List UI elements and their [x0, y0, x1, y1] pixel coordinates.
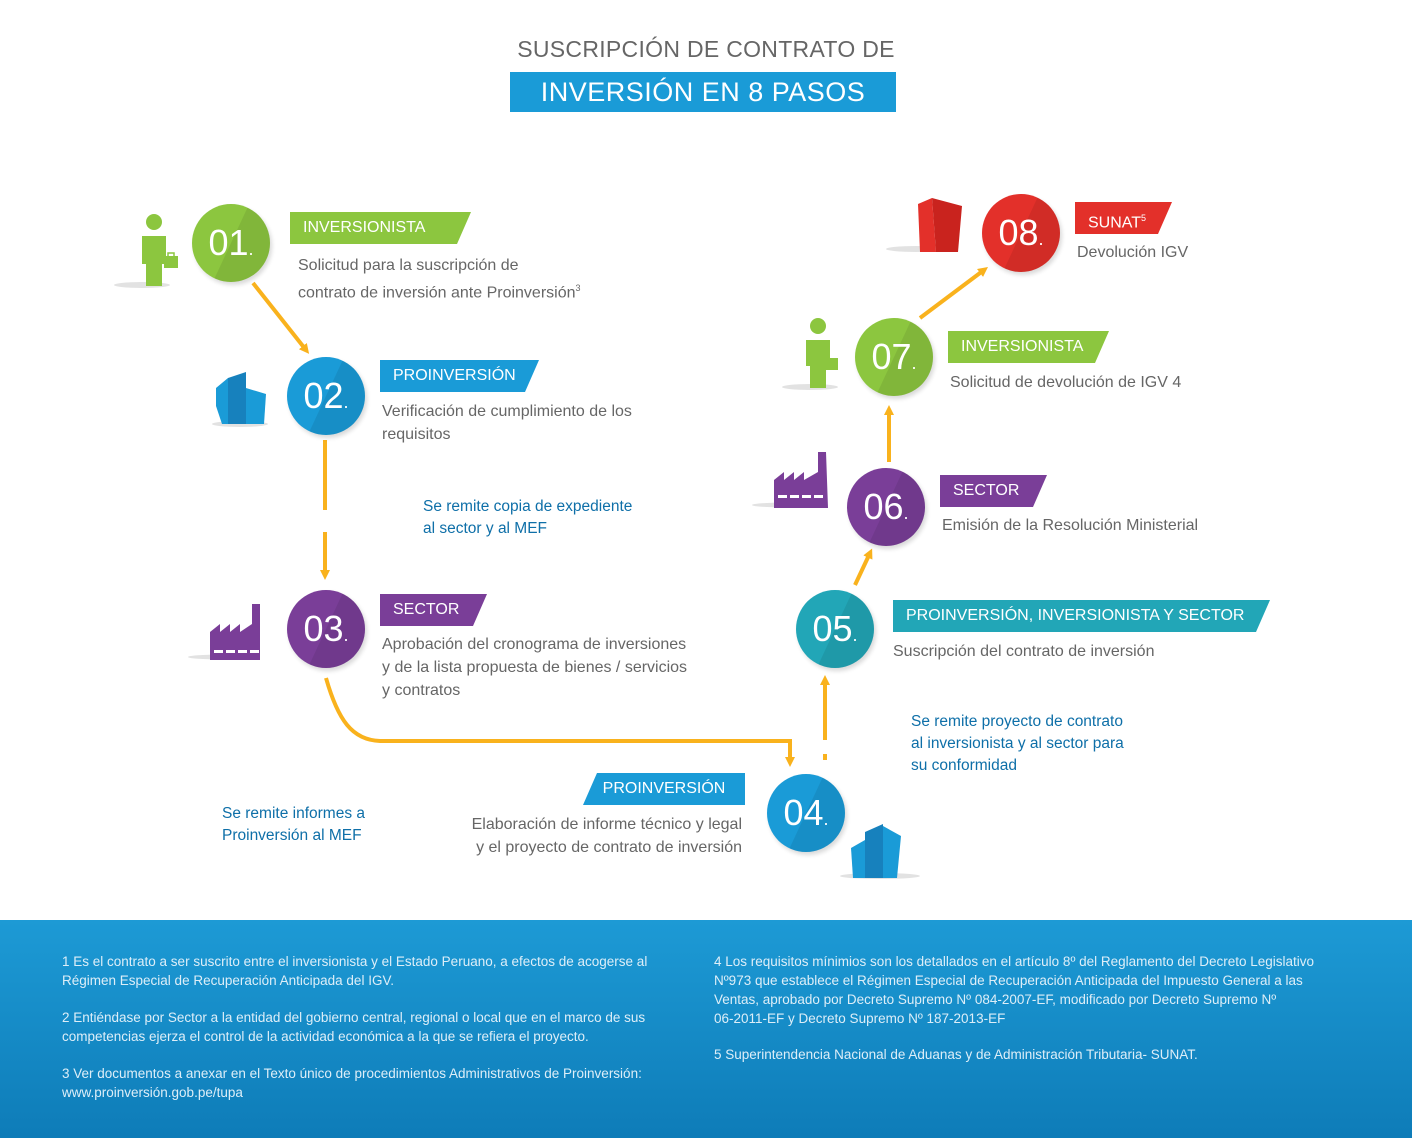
title-line-1: SUSCRIPCIÓN DE CONTRATO DE	[517, 36, 895, 62]
step-06-desc: Emisión de la Resolución Ministerial	[942, 517, 1199, 534]
step-03-circle: 03	[287, 590, 365, 668]
building-icon	[212, 372, 268, 427]
step-05-tag: PROINVERSIÓN, INVERSIONISTA Y SECTOR	[893, 600, 1270, 632]
step-02-circle: 02	[287, 357, 365, 435]
factory-icon	[752, 452, 828, 508]
step-02-tag: PROINVERSIÓN	[380, 360, 539, 392]
footnote-2: 2 Entiéndase por Sector a la entidad del…	[62, 1010, 646, 1044]
title-line-2: INVERSIÓN EN 8 PASOS	[510, 72, 896, 112]
arrow-01-02	[251, 281, 310, 354]
building-icon	[840, 824, 920, 879]
step-08-desc: Devolución IGV	[1077, 244, 1189, 261]
investor-icon	[114, 214, 178, 288]
step-07-tag: INVERSIONISTA	[948, 331, 1109, 363]
step-02-number: 02	[303, 375, 348, 416]
step-05-number: 05	[812, 608, 857, 649]
step-07-number: 07	[871, 336, 916, 377]
step-06-number: 06	[863, 486, 908, 527]
step-07-desc: Solicitud de devolución de IGV 4	[950, 374, 1182, 391]
footnote-3: 3 Ver documentos a anexar en el Texto ún…	[62, 1066, 642, 1100]
step-06-tag: SECTOR	[940, 475, 1047, 507]
arrow-03-04	[324, 677, 795, 767]
step-01-number: 01	[208, 222, 253, 263]
arrow-05-06	[853, 548, 873, 586]
step-06-circle: 06	[847, 468, 925, 546]
footnote-4: 4 Los requisitos mínimios son los detall…	[714, 954, 1315, 1026]
step-04-tag: PROINVERSIÓN	[583, 773, 745, 805]
flow-connectors	[251, 267, 988, 767]
step-05-circle: 05	[796, 590, 874, 668]
step-03-tag: SECTOR	[380, 594, 487, 626]
step-04-number: 04	[783, 792, 828, 833]
step-03-desc: Aprobación del cronograma de inversiones…	[382, 636, 688, 699]
factory-icon	[188, 604, 260, 660]
step-03-number: 03	[303, 608, 348, 649]
step-05-desc: Suscripción del contrato de inversión	[893, 643, 1155, 660]
investor-icon	[782, 318, 838, 390]
step-01-tag: INVERSIONISTA	[290, 212, 471, 244]
footnote-5: 5 Superintendencia Nacional de Aduanas y…	[714, 1047, 1198, 1062]
sunat-building-icon	[886, 198, 962, 252]
step-08-number: 08	[998, 212, 1043, 253]
step-01-circle: 01	[192, 204, 270, 282]
footnote-1: 1 Es el contrato a ser suscrito entre el…	[62, 954, 648, 988]
step-07-circle: 07	[855, 318, 933, 396]
step-04-circle: 04	[767, 774, 845, 852]
footnotes-panel: 1 Es el contrato a ser suscrito entre el…	[0, 920, 1412, 1138]
step-08-circle: 08	[982, 194, 1060, 272]
step-08-tag: SUNAT5	[1075, 202, 1172, 234]
arrow-07-08	[918, 267, 988, 320]
